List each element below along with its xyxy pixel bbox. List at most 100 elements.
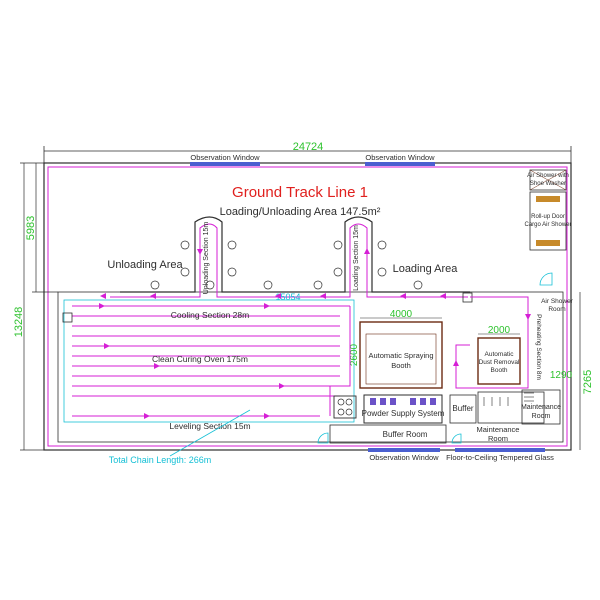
oven-enclosure bbox=[63, 299, 355, 423]
compressor-fan-icon bbox=[337, 398, 345, 406]
dust-booth-label-3: Booth bbox=[491, 367, 508, 374]
observation-window-bottom bbox=[368, 448, 440, 452]
dust-removal-booth bbox=[477, 337, 521, 385]
washer-cross-b bbox=[529, 169, 567, 191]
arrow-icon bbox=[400, 293, 406, 299]
inner-wall bbox=[47, 166, 568, 447]
total-width-dim: 13248 bbox=[13, 307, 25, 338]
spray-booth-width-dim: 4000 bbox=[390, 309, 413, 320]
buffer-door-arc bbox=[451, 433, 462, 444]
powder-hoppers bbox=[370, 398, 436, 405]
unloading-area-label: Unloading Area bbox=[107, 259, 183, 271]
worker-icon bbox=[180, 240, 190, 250]
upper-width-dim: 5983 bbox=[25, 216, 37, 240]
spray-booth-label-2: Booth bbox=[391, 361, 411, 370]
arrow-icon bbox=[320, 293, 326, 299]
corner-sprocket-left bbox=[62, 312, 73, 323]
curing-oven-label: Clean Curing Oven 175m bbox=[152, 354, 248, 364]
tempered-glass-label: Floor-to-Ceiling Tempered Glass bbox=[446, 453, 554, 462]
obs-window-bottom-label: Observation Window bbox=[369, 453, 439, 462]
arrow-icon bbox=[264, 413, 270, 419]
loading-area-label: Loading Area bbox=[393, 263, 459, 275]
arrow-icon bbox=[144, 413, 150, 419]
conveyor-chain-right bbox=[455, 296, 529, 389]
maintenance-room-1-label-1: Maintenance bbox=[521, 404, 561, 411]
arrow-icon bbox=[525, 314, 531, 320]
total-length-dim: 24724 bbox=[293, 141, 324, 153]
maintenance-room-1-label-2: Room bbox=[532, 413, 551, 420]
arrow-icon bbox=[364, 248, 370, 254]
spray-booth-inner bbox=[365, 333, 437, 385]
rollup-door-shade-bottom bbox=[536, 240, 560, 246]
observation-window-top-right bbox=[365, 162, 435, 166]
air-shower-washer-label-1: Air Shower with bbox=[527, 173, 569, 179]
fan-units bbox=[483, 397, 509, 406]
oven-passes bbox=[72, 315, 340, 397]
dust-booth-label-1: Automatic bbox=[485, 351, 515, 358]
cooling-section-label: Cooling Section 28m bbox=[171, 310, 249, 320]
compressor-fan-icon bbox=[345, 398, 353, 406]
rollup-door-shade-top bbox=[536, 196, 560, 202]
arrow-icon bbox=[453, 360, 459, 366]
hopper-icon bbox=[370, 398, 376, 405]
right-lower-dim: 7265 bbox=[582, 370, 594, 394]
air-shower-door-arc bbox=[539, 272, 553, 286]
direction-arrows bbox=[99, 248, 531, 419]
maintenance-room-lower bbox=[477, 391, 545, 424]
hopper-icon bbox=[420, 398, 426, 405]
diagram-title: Ground Track Line 1 bbox=[232, 184, 368, 201]
compressor-unit bbox=[333, 395, 357, 419]
conveyor-track-upper bbox=[120, 216, 470, 293]
worker-icon bbox=[377, 267, 387, 277]
buffer-zone bbox=[449, 394, 477, 424]
worker-icon bbox=[313, 280, 323, 290]
worker-icon bbox=[413, 280, 423, 290]
worker-icon bbox=[227, 240, 237, 250]
air-shower-washer-box bbox=[529, 169, 567, 191]
spray-booth bbox=[359, 321, 443, 389]
hopper-icon bbox=[430, 398, 436, 405]
buffer-label: Buffer bbox=[452, 404, 474, 413]
dust-booth-label-2: Dust Removal bbox=[479, 359, 520, 366]
track-length-dim: 15054 bbox=[275, 292, 300, 302]
arrow-icon bbox=[104, 343, 110, 349]
outer-wall bbox=[43, 162, 572, 451]
observation-window-top-left bbox=[190, 162, 260, 166]
arrow-icon bbox=[197, 249, 203, 255]
arrow-icon bbox=[279, 383, 285, 389]
hopper-icon bbox=[390, 398, 396, 405]
buffer-room bbox=[329, 424, 447, 444]
compressor-fan-icon bbox=[337, 408, 345, 416]
arrow-icon bbox=[275, 293, 281, 299]
loading-area-caption: Loading/Unloading Area 147.5m² bbox=[220, 206, 381, 218]
worker-icon bbox=[227, 267, 237, 277]
rollup-door-label-1: Roll-up Door bbox=[531, 214, 565, 220]
powder-supply-box bbox=[363, 394, 443, 424]
powder-supply-label: Powder Supply System bbox=[362, 409, 445, 418]
buffer-room-door-arc bbox=[317, 432, 329, 444]
air-shower-room-label-2: Room bbox=[548, 306, 565, 313]
conveyor-chain-connector bbox=[329, 306, 351, 416]
maintenance-room-2-label-1: Maintenance bbox=[477, 425, 520, 434]
arrow-icon bbox=[154, 363, 160, 369]
arrow-icon bbox=[440, 293, 446, 299]
maintenance-room-right bbox=[521, 389, 561, 425]
loading-section-label: Loading Section 15m bbox=[353, 225, 360, 291]
rollup-door-box bbox=[529, 191, 567, 251]
worker-figures bbox=[150, 240, 423, 290]
stair-steps bbox=[524, 392, 534, 402]
dust-booth-width-dim: 2000 bbox=[488, 325, 511, 336]
worker-icon bbox=[333, 240, 343, 250]
right-gap-dim: 1290 bbox=[550, 370, 573, 381]
conveyor-chain-upper bbox=[110, 223, 468, 298]
arrow-icon bbox=[100, 293, 106, 299]
arrow-icon bbox=[150, 293, 156, 299]
lower-zone-wall bbox=[57, 291, 564, 443]
preheating-section-label: Preheating Section 8m bbox=[535, 314, 542, 380]
rollup-door-label-2: Cargo Air Shower bbox=[524, 222, 571, 228]
spray-booth-label-1: Automatic Spraying bbox=[368, 351, 433, 360]
spray-booth-depth-dim: 2600 bbox=[349, 343, 360, 366]
leveling-section-label: Leveling Section 15m bbox=[169, 421, 250, 431]
